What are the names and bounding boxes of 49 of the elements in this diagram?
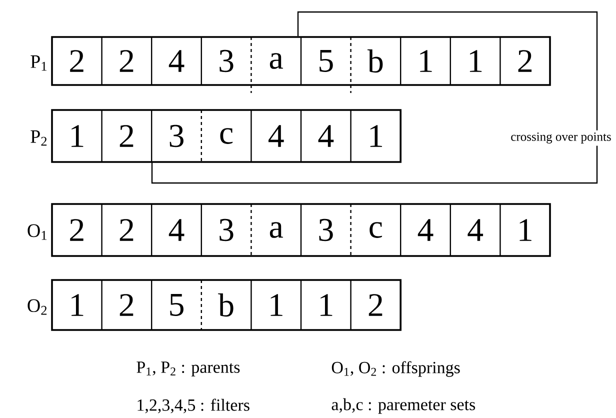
gene-cell: 3 bbox=[151, 110, 184, 162]
gene-cell: 2 bbox=[70, 219, 84, 241]
legend-note: O$_{1}$, O$_{2}$ : offsprings bbox=[332, 361, 460, 377]
annotation-text: crossing over points bbox=[511, 132, 611, 144]
gene-cell: 1 bbox=[450, 37, 482, 85]
row-label: P$_{1}$ bbox=[30, 55, 46, 71]
gene-cell: 2 bbox=[101, 204, 134, 256]
gene-cell: 2 bbox=[70, 50, 84, 72]
gene-cell: 1 bbox=[400, 37, 432, 85]
row-label: P$_{2}$ bbox=[30, 130, 47, 146]
gene-cell: 4 bbox=[450, 204, 484, 256]
gene-cell: b bbox=[200, 280, 234, 330]
gene-cell: 2 bbox=[500, 37, 532, 85]
gene-cell: 2 bbox=[101, 110, 134, 162]
gene-cell: c bbox=[350, 204, 382, 256]
gene-cell: 1 bbox=[350, 110, 382, 162]
gene-cell: 5 bbox=[151, 280, 184, 330]
gene-cell: 1 bbox=[250, 280, 282, 330]
chromosome-bar bbox=[51, 279, 402, 331]
gene-cell: 3 bbox=[300, 204, 333, 256]
gene-cell: 3 bbox=[200, 37, 234, 85]
gene-cell: 2 bbox=[101, 280, 134, 330]
gene-cell: 1 bbox=[72, 125, 84, 147]
chromosome-bar bbox=[51, 36, 551, 86]
leader-line bbox=[297, 11, 598, 130]
gene-cell: 2 bbox=[350, 280, 382, 330]
legend-note: a,b,c : paremeter sets bbox=[332, 398, 476, 414]
row-label: O$_{2}$ bbox=[28, 299, 47, 315]
gene-cell: a bbox=[250, 204, 283, 256]
gene-cell: 4 bbox=[400, 204, 434, 256]
row-label: O$_{1}$ bbox=[28, 224, 46, 240]
gene-cell: 2 bbox=[101, 37, 134, 85]
legend-note: P$_{1}$, P$_{2}$ : parents bbox=[136, 362, 240, 376]
gene-cell: 1 bbox=[72, 294, 84, 316]
gene-cell: 3 bbox=[200, 204, 234, 256]
leader-line bbox=[151, 146, 598, 184]
gene-cell: 4 bbox=[300, 110, 334, 162]
chromosome-bar bbox=[51, 203, 551, 257]
gene-cell: 1 bbox=[300, 280, 332, 330]
gene-cell: 4 bbox=[151, 37, 184, 85]
gene-cell: 4 bbox=[151, 204, 184, 256]
legend-note: 1,2,3,4,5 : filters bbox=[138, 398, 250, 414]
chromosome-bar bbox=[51, 109, 402, 163]
gene-cell: a bbox=[250, 37, 283, 93]
gene-cell: 4 bbox=[250, 110, 284, 162]
gene-cell: 1 bbox=[500, 204, 532, 256]
gene-cell: c bbox=[200, 110, 233, 162]
gene-cell: 5 bbox=[300, 37, 333, 85]
gene-cell: b bbox=[350, 37, 383, 93]
